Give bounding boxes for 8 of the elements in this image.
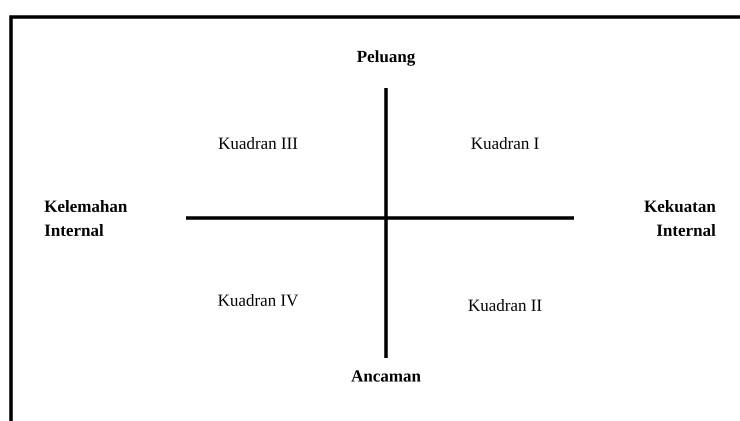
quadrant-label: Kuadran III [218, 137, 298, 149]
quadrant-label: Kuadran I [471, 137, 539, 149]
axis-label: Ancaman [351, 370, 421, 382]
axis-label: Kelemahan Internal [44, 200, 128, 236]
quadrant-label: Kuadran IV [218, 294, 298, 306]
quadrant-label: Kuadran II [468, 299, 542, 311]
axis-label: Peluang [357, 50, 416, 66]
axis-label: Kekuatan Internal [644, 200, 716, 236]
